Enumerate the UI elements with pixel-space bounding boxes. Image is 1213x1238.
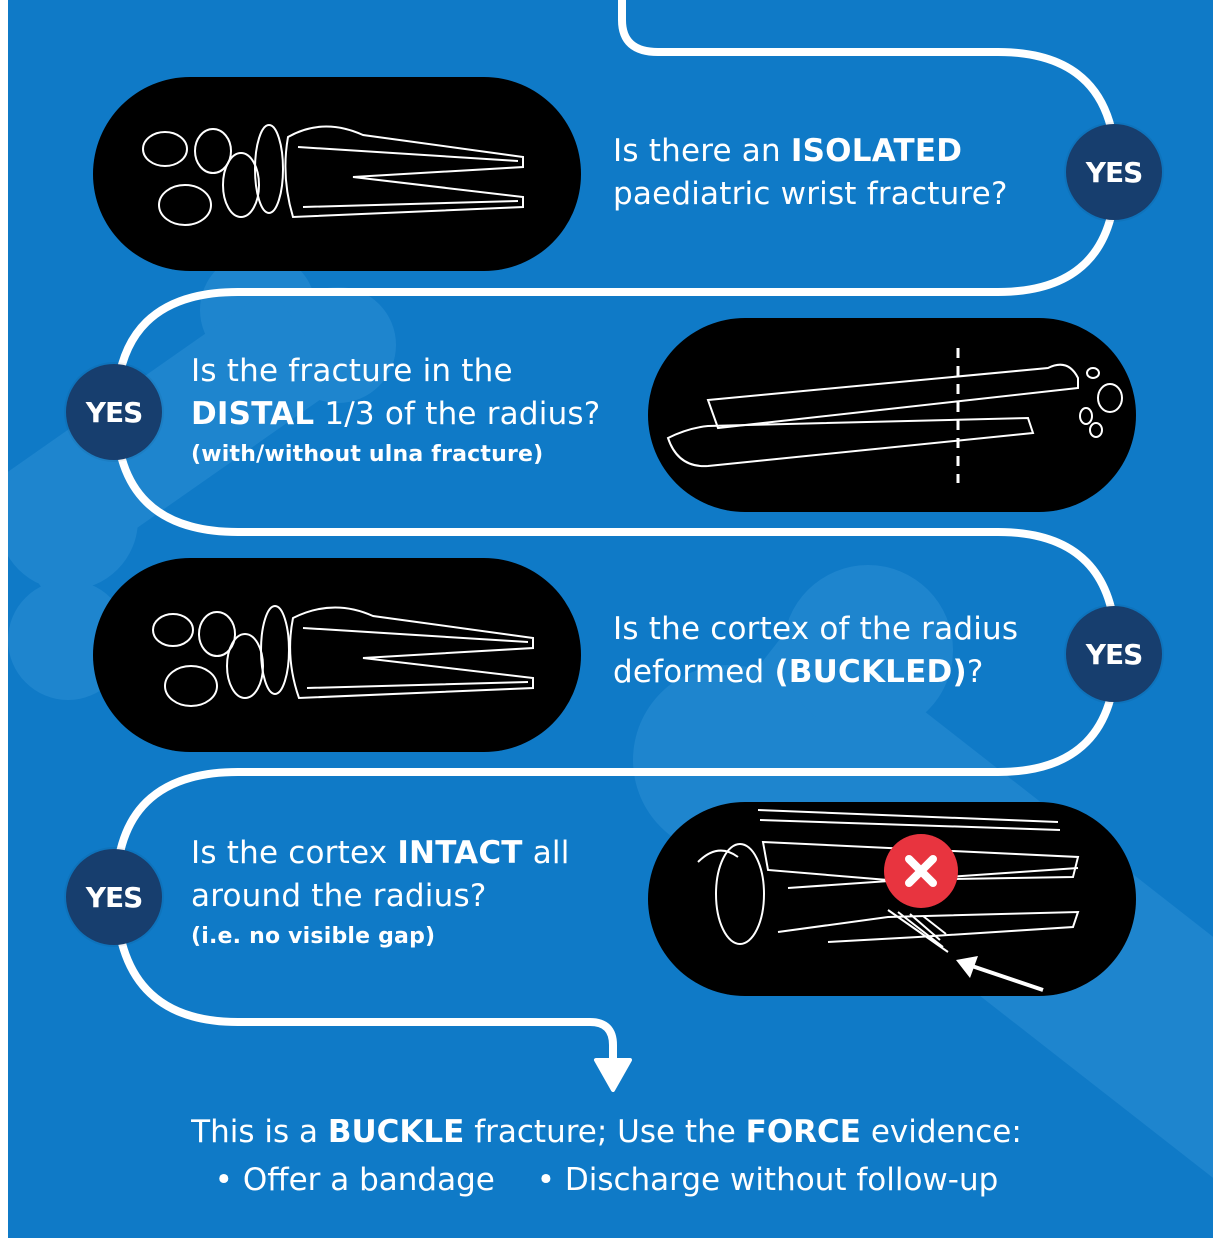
footer-text-3: evidence: bbox=[861, 1114, 1022, 1150]
xray-pill-3 bbox=[93, 558, 581, 752]
q1-line2-text: paediatric wrist fracture? bbox=[613, 176, 1008, 212]
wrist-xray-icon bbox=[93, 558, 581, 752]
footer-text-1: This is a bbox=[191, 1114, 328, 1150]
footer-bold-1: BUCKLE bbox=[328, 1114, 465, 1150]
q4-line1-bold: INTACT bbox=[397, 835, 522, 871]
q3-line2-end: ? bbox=[967, 654, 984, 690]
footer-bullets: Offer a bandage Discharge without follow… bbox=[8, 1162, 1213, 1198]
q2-line1-text: Is the fracture in the bbox=[191, 353, 513, 389]
q4-line1-end: all bbox=[523, 835, 570, 871]
question-3: Is the cortex of the radius deformed (BU… bbox=[613, 608, 1018, 694]
q3-line1-text: Is the cortex of the radius bbox=[613, 611, 1018, 647]
forearm-xray-icon bbox=[648, 318, 1136, 512]
xray-pill-1 bbox=[93, 77, 581, 271]
q2-line2-bold: DISTAL bbox=[191, 396, 314, 432]
yes-badge-2: YES bbox=[66, 364, 162, 460]
q3-line2-bold: (BUCKLED) bbox=[774, 654, 966, 690]
question-2: Is the fracture in the DISTAL 1/3 of the… bbox=[191, 350, 600, 474]
footer-bold-2: FORCE bbox=[746, 1114, 861, 1150]
cortex-break-xray-icon bbox=[648, 802, 1136, 996]
bullet-discharge: Discharge without follow-up bbox=[537, 1162, 999, 1198]
x-mark-icon bbox=[901, 851, 941, 891]
q4-line1-text: Is the cortex bbox=[191, 835, 397, 871]
question-4: Is the cortex INTACT all around the radi… bbox=[191, 832, 570, 956]
bullet-bandage: Offer a bandage bbox=[215, 1162, 495, 1198]
q4-note: (i.e. no visible gap) bbox=[191, 918, 570, 956]
flowchart-panel: Is there an ISOLATED paediatric wrist fr… bbox=[8, 0, 1213, 1238]
xray-pill-2 bbox=[648, 318, 1136, 512]
footer-conclusion: This is a BUCKLE fracture; Use the FORCE… bbox=[8, 1114, 1213, 1150]
yes-badge-1: YES bbox=[1066, 124, 1162, 220]
yes-badge-3: YES bbox=[1066, 606, 1162, 702]
q3-line2-text: deformed bbox=[613, 654, 774, 690]
question-1: Is there an ISOLATED paediatric wrist fr… bbox=[613, 130, 1008, 216]
q2-line2-text: 1/3 of the radius? bbox=[314, 396, 600, 432]
wrist-xray-icon bbox=[93, 77, 581, 271]
q1-line1-bold: ISOLATED bbox=[791, 133, 962, 169]
footer-text-2: fracture; Use the bbox=[464, 1114, 745, 1150]
yes-badge-4: YES bbox=[66, 849, 162, 945]
q2-note: (with/without ulna fracture) bbox=[191, 436, 600, 474]
q1-line1-text: Is there an bbox=[613, 133, 791, 169]
cross-icon bbox=[884, 834, 958, 908]
xray-pill-4 bbox=[648, 802, 1136, 996]
q4-line2-text: around the radius? bbox=[191, 878, 486, 914]
flow-arrowhead bbox=[596, 1060, 630, 1090]
